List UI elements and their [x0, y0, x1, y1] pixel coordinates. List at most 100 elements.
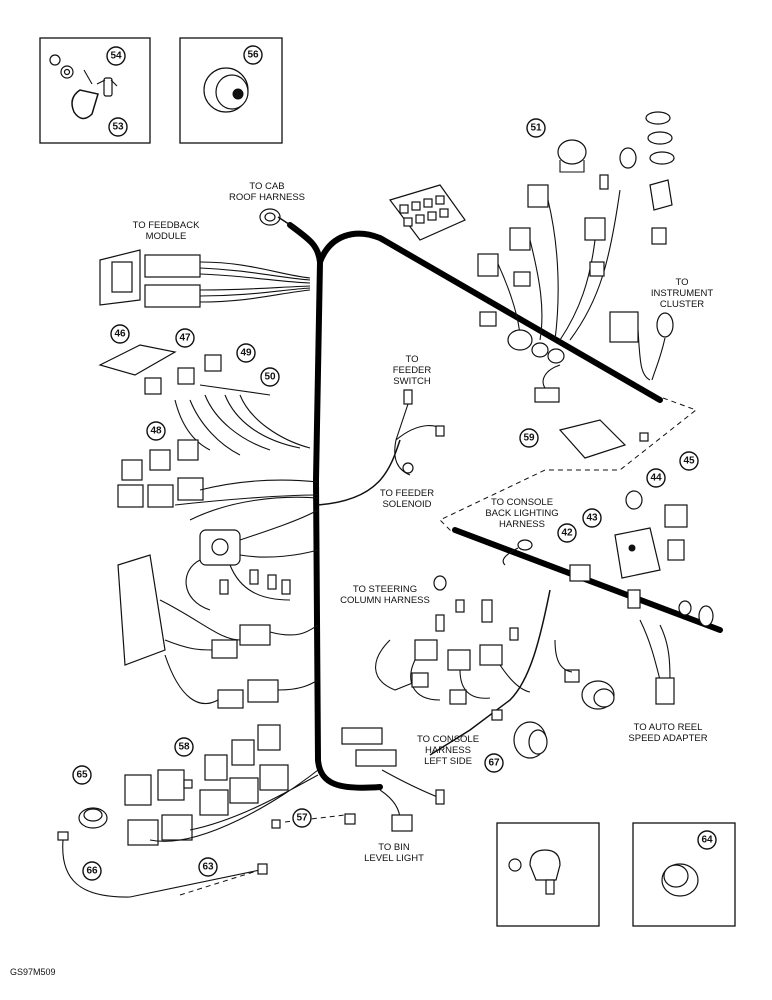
- label-feedback-1: TO FEEDBACK: [133, 220, 201, 231]
- label-console-back-1: TO CONSOLE: [491, 497, 553, 508]
- svg-text:45: 45: [683, 456, 695, 467]
- callout-67: 67: [484, 753, 504, 773]
- dashed-leader-63: [179, 869, 261, 896]
- label-console-back-2: BACK LIGHTING: [485, 508, 558, 519]
- callout-63: 63: [198, 857, 218, 877]
- svg-text:56: 56: [247, 50, 259, 61]
- svg-text:67: 67: [488, 758, 500, 769]
- svg-text:49: 49: [240, 348, 252, 359]
- part-43-alarm: [614, 527, 661, 579]
- svg-text:51: 51: [530, 123, 542, 134]
- inset-clip-bolt: [496, 822, 600, 927]
- label-feeder-solenoid-2: SOLENOID: [382, 499, 431, 510]
- cab-roof-connector: [259, 208, 299, 231]
- svg-text:57: 57: [296, 813, 308, 824]
- callout-50: 50: [260, 367, 280, 387]
- callout-51: 51: [526, 118, 546, 138]
- inset-plug-64: [632, 822, 736, 927]
- label-feeder-solenoid-1: TO FEEDER: [380, 488, 434, 499]
- switch-panel-cluster: [389, 184, 621, 364]
- connector-63: [257, 863, 268, 875]
- inset-grommet: [179, 37, 283, 144]
- label-console-left-3: LEFT SIDE: [424, 756, 472, 767]
- console-left-connector: [341, 727, 445, 832]
- callout-49: 49: [236, 343, 256, 363]
- callout-53: 53: [108, 117, 128, 137]
- callout-56: 56: [243, 45, 263, 65]
- figure-code: GS97M509: [10, 967, 56, 977]
- central-component-group: [185, 496, 319, 611]
- callout-65: 65: [72, 765, 92, 785]
- control-module-left: [117, 554, 319, 709]
- connecting-loop: [317, 439, 401, 506]
- callout-46: 46: [110, 324, 130, 344]
- svg-text:43: 43: [586, 513, 598, 524]
- callout-47: 47: [175, 328, 195, 348]
- steering-column-group: [375, 575, 551, 756]
- part-44-knob: [625, 490, 643, 510]
- console-back-lighting-connector: [502, 539, 533, 566]
- callout-45: 45: [679, 451, 699, 471]
- gauge-connector: [554, 639, 615, 710]
- label-console-left-1: TO CONSOLE: [417, 734, 479, 745]
- label-feedback-2: MODULE: [146, 231, 187, 242]
- svg-text:46: 46: [114, 329, 126, 340]
- svg-text:58: 58: [178, 742, 190, 753]
- callout-58: 58: [174, 737, 194, 757]
- label-auto-reel-1: TO AUTO REEL: [634, 722, 703, 733]
- callout-42: 42: [557, 523, 577, 543]
- svg-text:42: 42: [561, 528, 573, 539]
- callout-43: 43: [582, 508, 602, 528]
- feedback-module: [99, 249, 311, 308]
- svg-text:47: 47: [179, 333, 191, 344]
- auto-reel-connector: [627, 589, 714, 705]
- callout-48: 48: [146, 421, 166, 441]
- label-instrument-1: TO: [675, 277, 688, 288]
- svg-text:54: 54: [110, 51, 122, 62]
- label-console-left-2: HARNESS: [425, 745, 471, 756]
- svg-text:44: 44: [650, 473, 662, 484]
- part-42-switch: [569, 564, 591, 582]
- svg-text:53: 53: [112, 122, 124, 133]
- main-harness-trunk: [287, 222, 383, 791]
- dashed-leader-59: [439, 397, 698, 533]
- svg-text:65: 65: [76, 770, 88, 781]
- instrument-cluster-connector: [609, 311, 674, 381]
- label-feeder-switch-2: FEEDER: [393, 365, 432, 376]
- label-to-cab-1: TO CAB: [249, 181, 284, 192]
- callout-57: 57: [292, 808, 312, 828]
- inset-clamp-hardware: [39, 37, 151, 144]
- label-console-back-3: HARNESS: [499, 519, 545, 530]
- callout-66: 66: [82, 861, 102, 881]
- relay-bracket-46: [98, 344, 311, 456]
- svg-text:50: 50: [264, 372, 276, 383]
- label-instrument-3: CLUSTER: [660, 299, 704, 310]
- part-51-lamp: [557, 111, 675, 245]
- svg-text:64: 64: [701, 835, 713, 846]
- part-45-rocker: [664, 504, 688, 561]
- svg-text:66: 66: [86, 866, 98, 877]
- relay-group-middle: [117, 439, 319, 508]
- upper-harness-branch: [317, 230, 663, 403]
- feeder-switch-connector: [394, 389, 445, 476]
- callout-44: 44: [646, 468, 666, 488]
- label-to-cab-2: ROOF HARNESS: [229, 192, 305, 203]
- label-bin-level-2: LEVEL LIGHT: [364, 853, 424, 864]
- label-instrument-2: INSTRUMENT: [651, 288, 713, 299]
- svg-text:59: 59: [523, 433, 535, 444]
- callout-54: 54: [106, 46, 126, 66]
- indicator-light-65: [57, 807, 261, 898]
- label-steering-2: COLUMN HARNESS: [340, 595, 430, 606]
- svg-text:48: 48: [150, 426, 162, 437]
- label-auto-reel-2: SPEED ADAPTER: [628, 733, 707, 744]
- part-59-module: [534, 364, 649, 459]
- label-feeder-switch-3: SWITCH: [393, 376, 431, 387]
- callout-59: 59: [519, 428, 539, 448]
- label-bin-level-1: TO BIN: [378, 842, 410, 853]
- svg-text:63: 63: [202, 862, 214, 873]
- label-feeder-switch-1: TO: [405, 354, 418, 365]
- callout-64: 64: [697, 830, 717, 850]
- part-67-gauge: [491, 709, 548, 759]
- label-steering-1: TO STEERING: [353, 584, 417, 595]
- relay-group-bottom: [124, 724, 319, 846]
